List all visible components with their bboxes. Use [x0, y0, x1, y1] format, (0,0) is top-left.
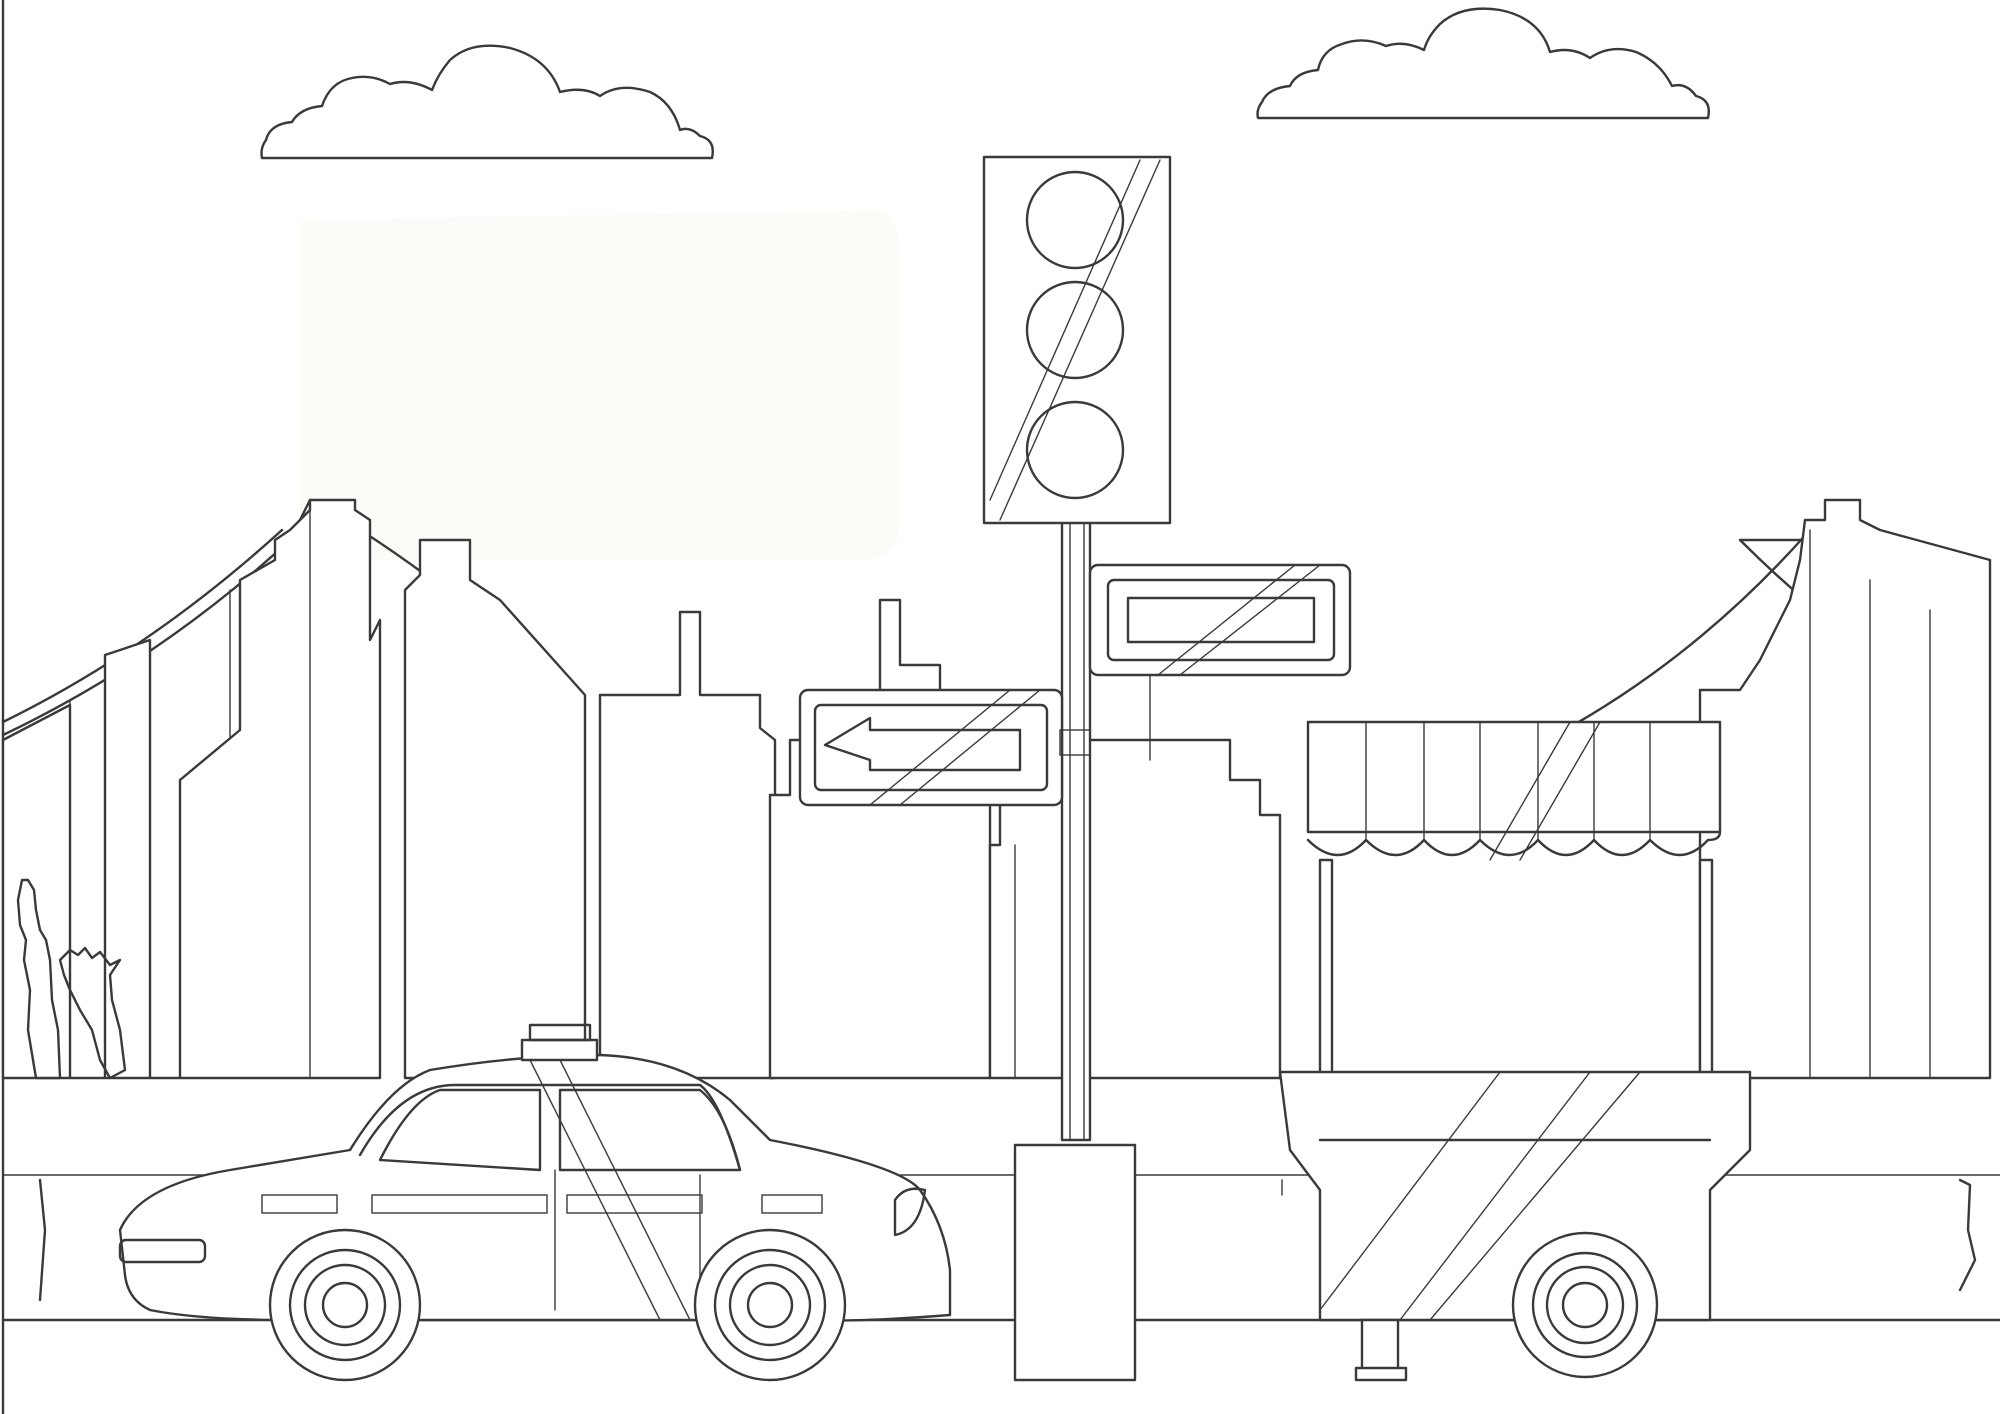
right-edge-detail	[1958, 1178, 1977, 1292]
tall-tower	[403, 538, 777, 1080]
faint-smudge	[300, 210, 900, 560]
traffic-light-lamp-top	[1025, 170, 1125, 270]
traffic-light-lamp-bottom	[1025, 400, 1125, 500]
taxi-wheel-rear	[268, 1228, 422, 1382]
cart-awning	[1306, 720, 1722, 834]
cart-pole-right	[1698, 858, 1714, 1077]
traffic-light-lamp-middle	[1025, 280, 1125, 380]
food-cart	[1278, 720, 1752, 1382]
taxi-car	[118, 1023, 952, 1382]
traffic-light	[982, 155, 1172, 1382]
statue-of-liberty-icon	[16, 878, 127, 1080]
skyline-left	[1, 498, 382, 1080]
street-sign-left-arrow	[798, 688, 1091, 807]
taxi-headlight	[893, 1187, 927, 1237]
cloud-left	[260, 44, 714, 160]
cart-wheel	[1511, 1231, 1659, 1379]
taxi-window-rear	[378, 1088, 542, 1172]
taxi-taillight	[118, 1238, 207, 1264]
bridge-right	[1458, 498, 1992, 1080]
taxi-window-front	[558, 1088, 742, 1172]
awning-scallops	[1306, 830, 1722, 857]
taxi-wheel-front	[693, 1228, 847, 1382]
cart-stand	[1360, 1318, 1400, 1377]
traffic-light-base	[1013, 1143, 1137, 1382]
taxi-roof-sign	[520, 1038, 599, 1062]
taxi-checker-stripe	[261, 1194, 823, 1214]
cart-body	[1278, 1070, 1752, 1322]
cart-pole-left	[1318, 858, 1334, 1077]
left-edge-detail	[38, 1178, 47, 1302]
traffic-light-housing	[982, 155, 1172, 525]
left-arrow-icon	[823, 716, 1022, 772]
street-sign-right	[1088, 563, 1352, 761]
cloud-right	[1256, 7, 1710, 120]
